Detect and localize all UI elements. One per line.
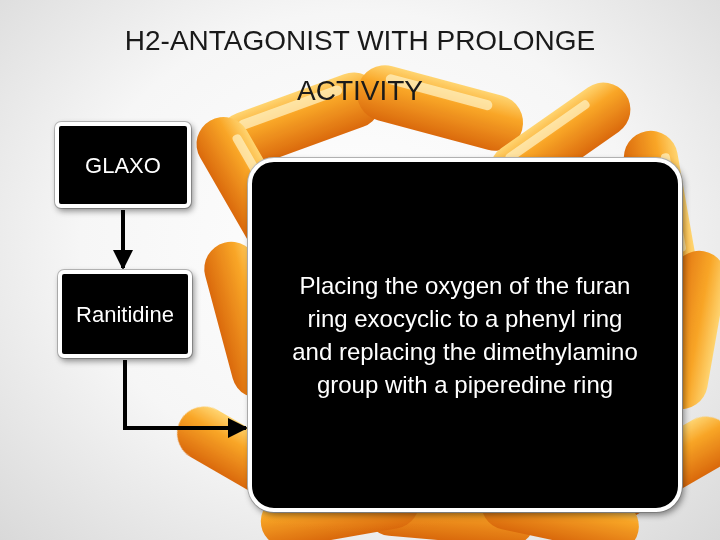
slide-title: H2-ANTAGONIST WITH PROLONGE ACTIVITY — [70, 16, 650, 116]
node-text: Ranitidine — [76, 300, 174, 329]
capsules — [167, 59, 720, 540]
flow-arrow — [125, 360, 246, 428]
node-text: GLAXO — [85, 151, 161, 180]
process-box: Ranitidine — [58, 270, 192, 358]
node-text: Placing the oxygen of the furan ring exo… — [285, 269, 645, 401]
flow-arrow — [121, 210, 125, 268]
description-box: Placing the oxygen of the furan ring exo… — [248, 158, 682, 512]
process-box: GLAXO — [55, 122, 191, 208]
